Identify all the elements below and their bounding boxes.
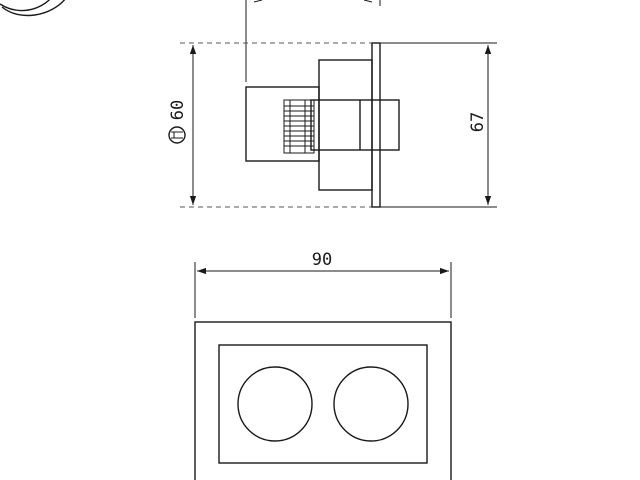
driver-box bbox=[245, 86, 320, 162]
height-dimension-label: 67 bbox=[468, 112, 488, 132]
heat-sink-fins bbox=[283, 99, 315, 154]
front-plate bbox=[371, 42, 381, 208]
width-dimension-label: 90 bbox=[312, 250, 332, 270]
inner-frame bbox=[218, 344, 428, 464]
cutout-dimension-label: 60 bbox=[168, 100, 188, 120]
partial-circle-top-left bbox=[0, 0, 51, 12]
outer-frame bbox=[194, 321, 452, 480]
front-view: 90 bbox=[194, 250, 452, 480]
lens-cylinder bbox=[310, 99, 400, 151]
cutout-diameter-symbol-icon bbox=[168, 126, 186, 144]
housing-body bbox=[318, 59, 373, 191]
lens-left bbox=[237, 366, 313, 442]
lens-right bbox=[333, 366, 409, 442]
side-view: 60 67 bbox=[168, 42, 497, 208]
partial-circle-arc bbox=[1, 0, 66, 17]
top-dimension-remnant bbox=[245, 0, 381, 82]
